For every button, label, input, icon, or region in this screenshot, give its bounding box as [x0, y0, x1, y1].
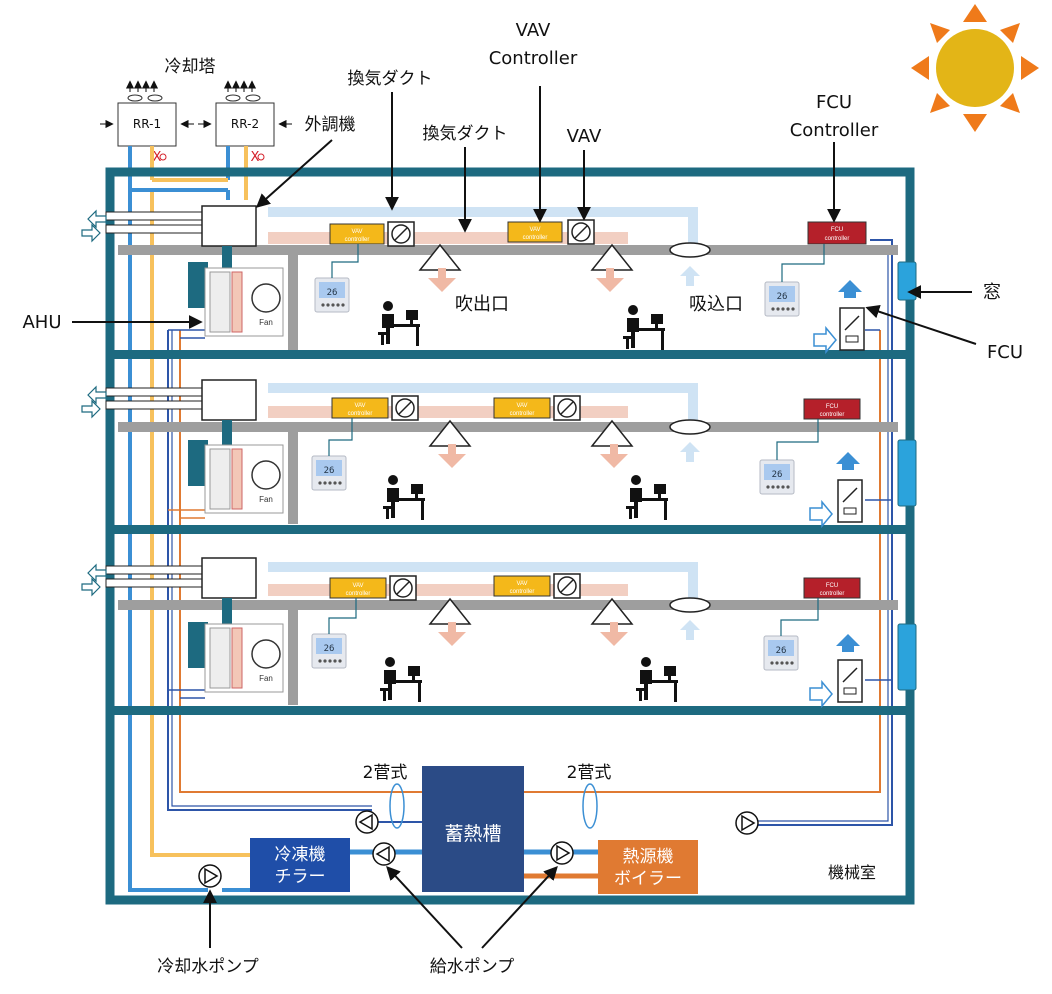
windows	[897, 261, 917, 691]
svg-text:VAV: VAV	[529, 227, 540, 233]
floor-1: Fan VAV controller VAV controller FCU co…	[81, 205, 898, 355]
svg-text:controller: controller	[510, 411, 535, 417]
chiller	[250, 838, 350, 892]
fan-label: Fan	[259, 318, 273, 327]
cooling-tower: RR-1 RR-2 X X	[100, 80, 292, 165]
sun-icon	[911, 4, 1039, 132]
floor-2: Fan VAV controller VAV controller FCU co…	[81, 379, 898, 529]
rr2-label: RR-2	[231, 117, 259, 131]
fcu-label: FCU	[987, 342, 1023, 363]
window-label: 窓	[983, 282, 1001, 303]
svg-text:FCU: FCU	[826, 404, 838, 410]
svg-text:controller: controller	[523, 235, 548, 241]
svg-text:VAV: VAV	[354, 403, 365, 409]
boiler-label: 熱源機ボイラー	[614, 847, 682, 889]
pump-icon	[198, 810, 759, 888]
svg-text:Fan: Fan	[259, 674, 273, 683]
rr1-label: RR-1	[133, 117, 161, 131]
svg-text:VAV: VAV	[351, 229, 362, 235]
two-pipe-right-label: 2菅式	[567, 763, 612, 783]
vav-label: VAV	[567, 126, 602, 147]
two-pipe-left-label: 2菅式	[363, 763, 408, 783]
vent-duct-label-1: 換気ダクト	[348, 69, 433, 89]
cooling-tower-label: 冷却塔	[165, 57, 216, 77]
outdoor-unit-label: 外調機	[305, 115, 356, 135]
machine-room-label: 機械室	[828, 863, 876, 882]
svg-text:X: X	[153, 150, 162, 165]
floor-3: Fan VAV controller VAV controller FCU co…	[81, 557, 898, 709]
vav-controller-1b: VAV controller	[507, 221, 563, 243]
vav-controller-1a: VAV controller	[329, 223, 385, 245]
storage-tank-label: 蓄熱槽	[444, 823, 501, 845]
svg-text:controller: controller	[820, 591, 845, 597]
supply-pump-label: 給水ポンプ	[430, 957, 515, 977]
svg-text:VAV: VAV	[516, 581, 527, 587]
svg-text:controller: controller	[348, 411, 373, 417]
svg-text:controller: controller	[510, 589, 535, 595]
ahu-label: AHU	[22, 312, 61, 333]
svg-text:VAV: VAV	[352, 583, 363, 589]
svg-text:controller: controller	[345, 237, 370, 243]
inlet-label: 吸込口	[689, 294, 743, 315]
svg-text:controller: controller	[825, 236, 850, 242]
svg-text:VAV: VAV	[516, 403, 527, 409]
storage-tank	[422, 766, 524, 892]
svg-text:controller: controller	[820, 412, 845, 418]
svg-text:FCU: FCU	[831, 227, 843, 233]
fcu-controller-1: FCU controller	[807, 221, 867, 245]
chiller-label: 冷凍機チラー	[275, 845, 326, 887]
cooling-water-pump-label: 冷却水ポンプ	[157, 957, 259, 977]
machine-room: 蓄熱槽 冷凍機チラー 熱源機ボイラー 機械室	[198, 766, 876, 894]
svg-text:Fan: Fan	[259, 495, 273, 504]
building-frame	[105, 167, 915, 905]
svg-text:FCU: FCU	[826, 583, 838, 589]
svg-text:controller: controller	[346, 591, 371, 597]
vent-duct-label-2: 換気ダクト	[423, 124, 508, 144]
svg-text:X: X	[251, 150, 260, 165]
boiler	[598, 840, 698, 894]
outlet-label: 吹出口	[455, 294, 509, 315]
